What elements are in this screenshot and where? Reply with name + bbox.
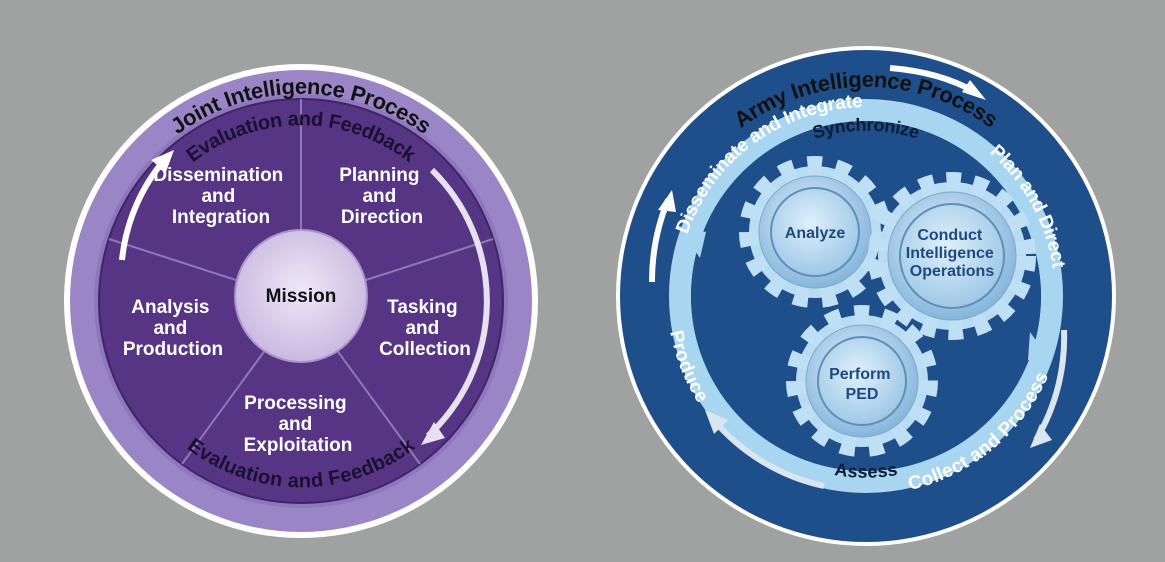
segment-dissemination-integration: Dissemination and Integration bbox=[153, 165, 288, 228]
army-label-assess: Assess bbox=[833, 459, 898, 482]
gear-perform-hub bbox=[817, 336, 907, 426]
joint-arrowhead-bottom-right bbox=[421, 422, 445, 445]
segment-analysis-production: Analysis and Production bbox=[123, 297, 223, 360]
gear-analyze: Analyze bbox=[739, 156, 891, 308]
gear-analyze-label: Analyze bbox=[785, 225, 846, 242]
army-process-diagram: Analyze Conduct Intelligence Operations … bbox=[616, 46, 1116, 546]
gear-conduct-label: Conduct Intelligence Operations bbox=[906, 227, 998, 280]
segment-planning-direction: Planning and Direction bbox=[339, 165, 425, 228]
joint-arrowhead-top-left bbox=[151, 150, 174, 172]
army-band-arrow-right bbox=[1028, 332, 1050, 360]
mission-hub bbox=[234, 229, 368, 363]
gear-perform-ped: Perform PED bbox=[786, 305, 938, 457]
joint-feedback-arrow-right bbox=[425, 167, 490, 439]
army-synchronize-band bbox=[669, 99, 1063, 493]
segment-tasking-collection: Tasking and Collection bbox=[379, 297, 471, 360]
gear-perform-label: Perform PED bbox=[829, 366, 895, 403]
army-arrow-to-produce bbox=[709, 416, 825, 489]
joint-process-diagram: Mission Planning and Direction Tasking a… bbox=[64, 64, 538, 538]
gear-analyze-hub bbox=[770, 187, 860, 277]
segment-processing-exploitation: Processing and Exploitation bbox=[244, 393, 353, 456]
army-arrowhead-produce bbox=[705, 410, 728, 434]
army-arrowhead-disseminate bbox=[658, 190, 676, 212]
gear-conduct-hub bbox=[899, 203, 1005, 309]
army-arrowhead-plan bbox=[962, 80, 986, 100]
army-band-arrow-left bbox=[678, 226, 706, 258]
joint-feedback-arrow-left bbox=[119, 156, 169, 261]
mission-label: Mission bbox=[266, 286, 337, 307]
gear-conduct-operations: Conduct Intelligence Operations bbox=[868, 172, 1036, 340]
army-arrowhead-collect bbox=[1030, 424, 1052, 448]
